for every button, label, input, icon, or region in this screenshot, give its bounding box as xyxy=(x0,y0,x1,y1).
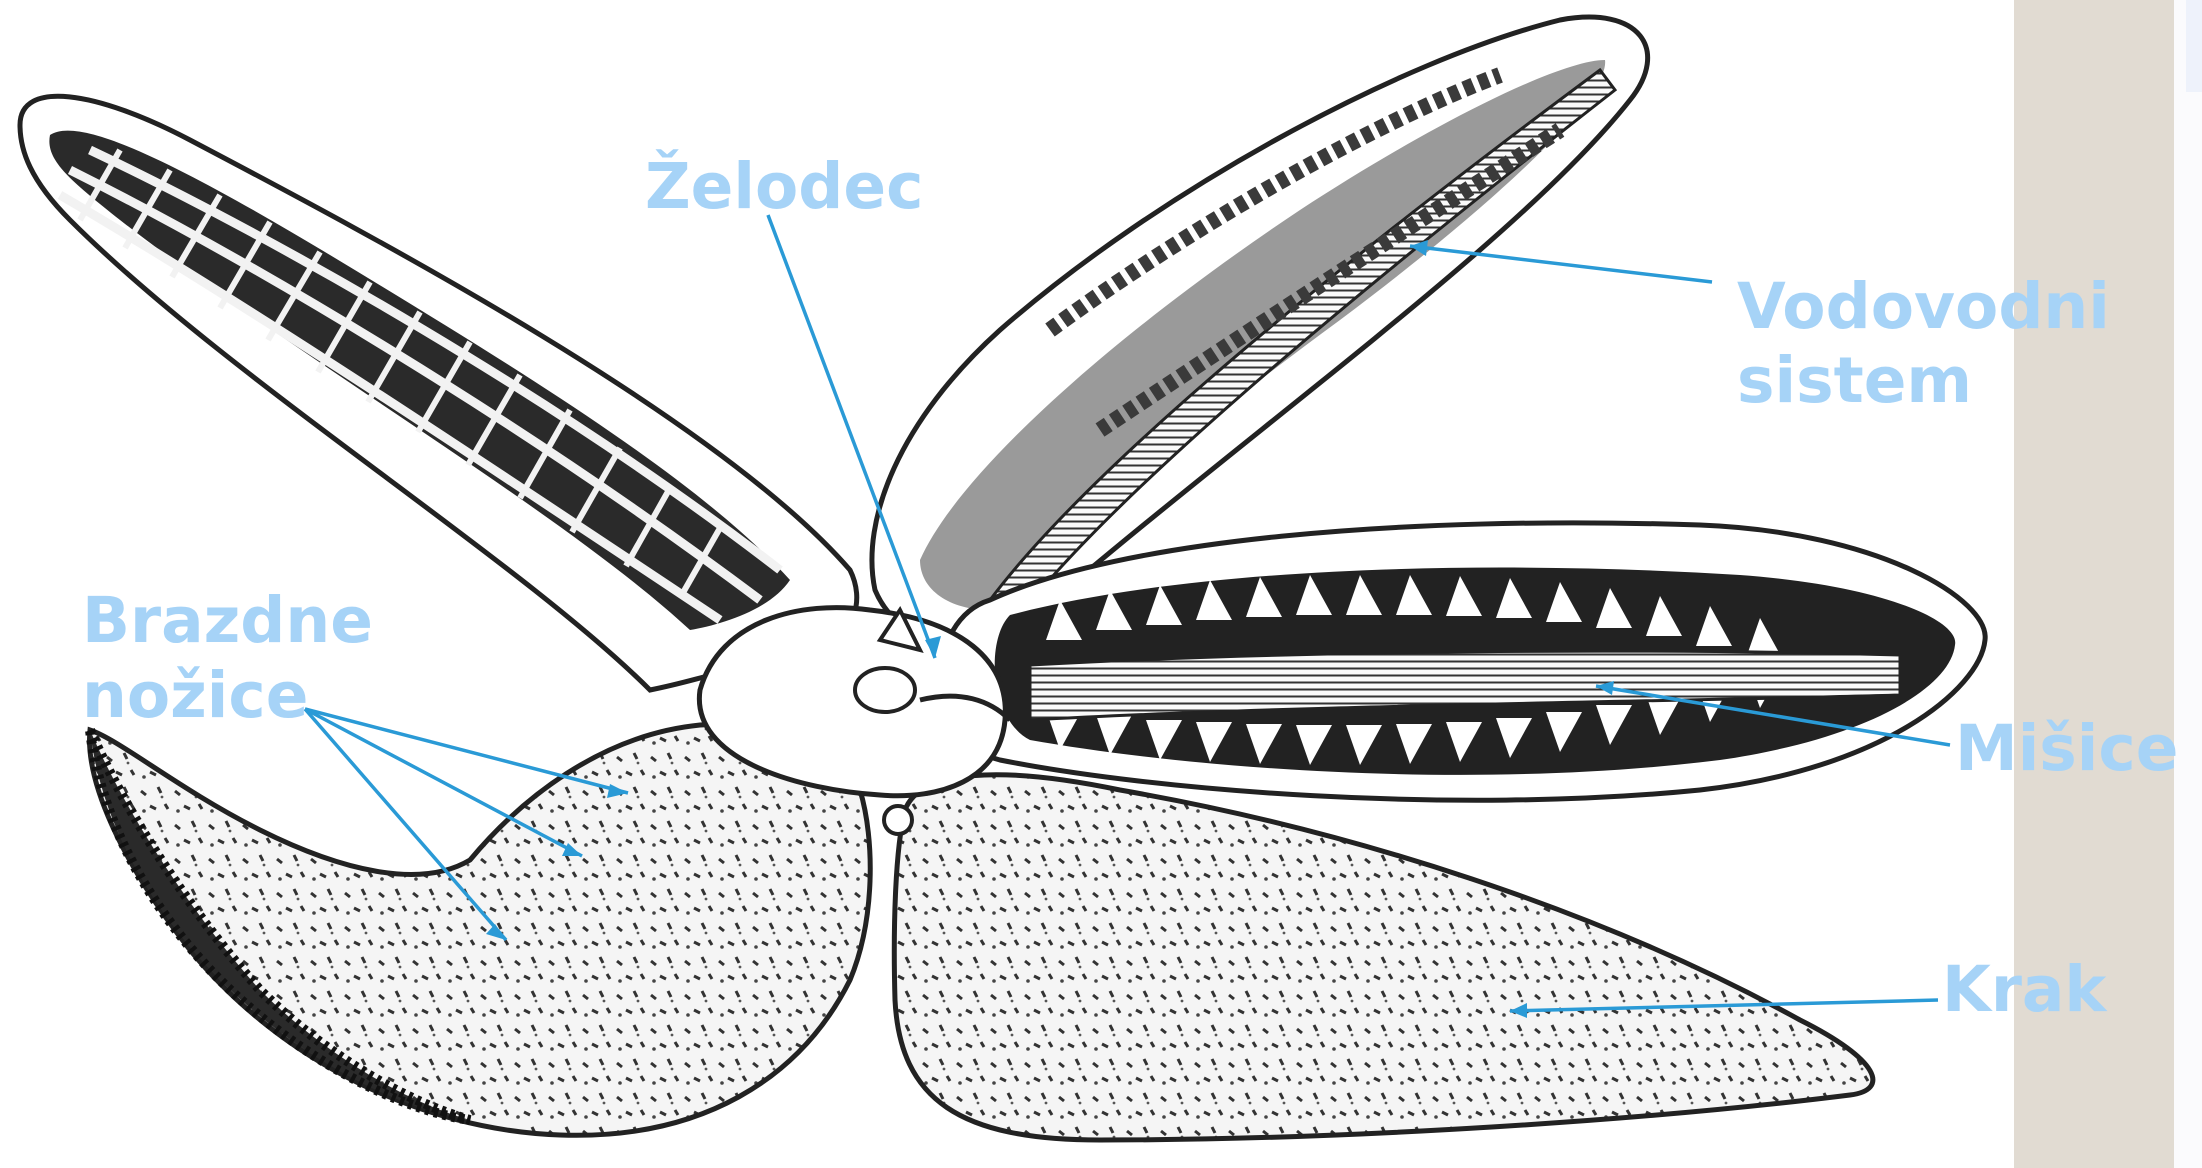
right-edge-tab xyxy=(2186,0,2202,92)
lower-right-arm xyxy=(894,775,1873,1140)
lower-left-arm xyxy=(90,724,871,1135)
label-arm: Krak xyxy=(1942,953,2106,1027)
right-edge-strip xyxy=(2174,0,2202,1168)
label-muscles: Mišice xyxy=(1955,712,2178,786)
leader-tube-feet-2 xyxy=(305,709,582,856)
label-tube-feet-line2: nožice xyxy=(82,659,308,733)
leader-tube-feet-1 xyxy=(305,709,628,793)
label-stomach: Želodec xyxy=(645,150,923,224)
right-arm xyxy=(941,523,1986,800)
label-tube-feet-line1: Brazdne xyxy=(82,584,373,658)
label-water-vascular-line2: sistem xyxy=(1737,344,1972,418)
label-water-vascular-line1: Vodovodni xyxy=(1737,270,2110,344)
